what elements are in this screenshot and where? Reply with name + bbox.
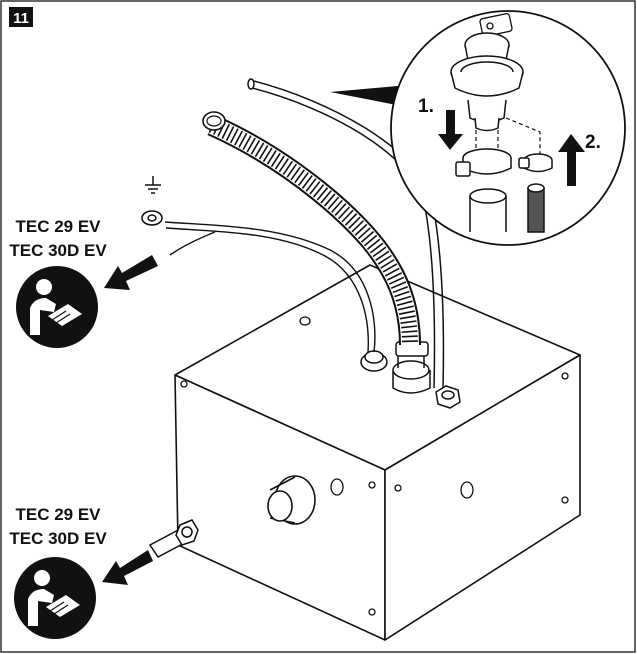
left-pipe (469, 188, 507, 232)
corrugated-hose (202, 111, 421, 346)
step-badge: 11 (9, 7, 33, 27)
step2-label: 2. (585, 132, 601, 153)
read-manual-icon (16, 266, 98, 348)
right-hose (527, 183, 545, 233)
model-label-bottom-line1: TEC 29 EV (15, 505, 101, 524)
heater-box (174, 264, 581, 641)
step-number: 11 (13, 10, 29, 27)
arrow-left-icon (104, 255, 158, 290)
knob-assembly (450, 32, 524, 132)
arrow-down-icon (438, 110, 463, 150)
right-clamp (518, 153, 553, 173)
center-outlet (392, 341, 431, 394)
side-fitting (148, 519, 199, 558)
ground-cable (141, 210, 376, 353)
arrow-left-icon (102, 550, 153, 585)
model-label-top-line1: TEC 29 EV (15, 217, 101, 236)
front-knob (267, 475, 316, 525)
left-clamp (455, 148, 512, 177)
arrow-up-icon (558, 134, 585, 186)
ground-symbol-icon (145, 176, 161, 194)
left-outlet (360, 350, 388, 372)
guide-lines (475, 117, 541, 160)
model-label-top-line2: TEC 30D EV (9, 241, 107, 260)
read-manual-icon (14, 557, 96, 639)
right-outlet (435, 385, 461, 409)
model-label-bottom-line2: TEC 30D EV (9, 529, 107, 548)
key-icon (479, 12, 513, 38)
step1-label: 1. (418, 96, 434, 117)
detail-callout: 1. 2. (390, 10, 626, 246)
